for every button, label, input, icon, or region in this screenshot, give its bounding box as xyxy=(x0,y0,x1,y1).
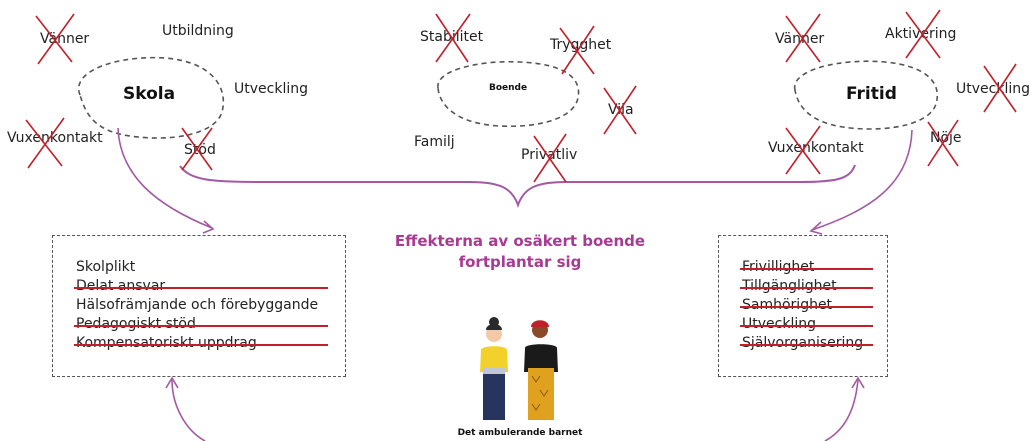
boende-title: Boende xyxy=(489,83,528,93)
school-item-skolplikt: Skolplikt xyxy=(76,259,136,275)
leisure-item-frivillighet: Frivillighet xyxy=(740,258,874,277)
school-item-pedagogiskt-stod: Pedagogiskt stöd xyxy=(74,315,329,334)
bottom-right-arrow xyxy=(824,379,859,441)
leisure-item-utveckling: Utveckling xyxy=(740,315,874,334)
skola-word-utbildning: Utbildning xyxy=(162,23,234,39)
school-item-delat-ansvar: Delat ansvar xyxy=(74,277,329,296)
skola-word-vuxenkontakt: Vuxenkontakt xyxy=(7,130,103,146)
fritid-word-noje: Nöje xyxy=(930,130,962,146)
skola-blob xyxy=(77,56,225,139)
skola-title: Skola xyxy=(123,84,176,104)
leisure-item-tillganglighet: Tillgänglighet xyxy=(740,277,874,296)
boende-word-privatliv: Privatliv xyxy=(521,147,578,163)
skola-word-stod: Stöd xyxy=(184,142,216,158)
bottom-left-arrow xyxy=(171,379,206,441)
fritid-word-utveckling: Utveckling xyxy=(956,81,1030,97)
fritid-arrow xyxy=(811,129,913,231)
boende-blob xyxy=(437,60,580,128)
skola-word-vanner: Vänner xyxy=(40,31,90,47)
school-list: Skolplikt Delat ansvar Hälsofrämjande oc… xyxy=(74,258,329,353)
leisure-item-samhorighet: Samhörighet xyxy=(740,296,874,315)
school-item-halsoframjande: Hälsofrämjande och förebyggande xyxy=(76,297,319,313)
school-box xyxy=(52,235,346,377)
school-item-kompensatoriskt: Kompensatoriskt uppdrag xyxy=(74,334,329,353)
fritid-word-vuxenkontakt: Vuxenkontakt xyxy=(768,140,864,156)
children-caption: Det ambulerande barnet xyxy=(457,428,583,438)
effects-headline-line2: fortplantar sig xyxy=(458,253,582,271)
boende-word-familj: Familj xyxy=(414,134,455,150)
skola-arrow xyxy=(117,127,213,229)
leisure-item-sjalvorganisering: Självorganisering xyxy=(740,334,874,353)
effects-headline-line1: Effekterna av osäkert boende xyxy=(394,232,646,250)
children-illustration xyxy=(480,317,558,420)
effects-headline: Effekterna av osäkert boende fortplantar… xyxy=(350,231,690,273)
skola-word-utveckling: Utveckling xyxy=(234,81,308,97)
leisure-list: Frivillighet Tillgänglighet Samhörighet … xyxy=(740,258,874,353)
boende-word-stabilitet: Stabilitet xyxy=(420,29,484,45)
fritid-title: Fritid xyxy=(846,84,897,104)
boende-word-vila: Vila xyxy=(608,102,634,118)
leisure-box xyxy=(718,235,888,377)
fritid-blob xyxy=(794,60,938,130)
effects-brace xyxy=(179,164,856,209)
boende-word-trygghet: Trygghet xyxy=(550,37,612,53)
fritid-word-vanner: Vänner xyxy=(775,31,825,47)
fritid-word-aktivering: Aktivering xyxy=(885,26,957,42)
